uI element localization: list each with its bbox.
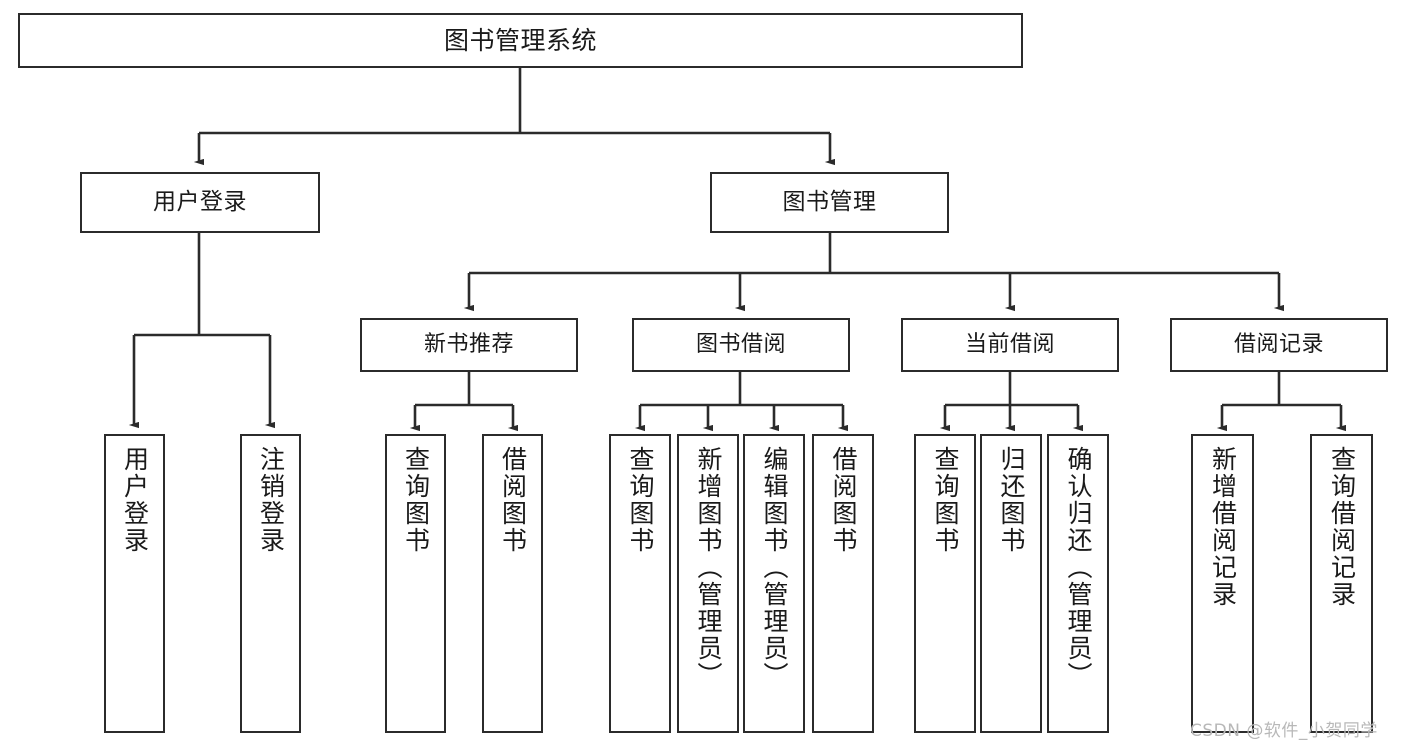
leaf-record-add-borrow-record[interactable]: 新增借阅记录 bbox=[1191, 434, 1254, 733]
node-label: 借阅图书 bbox=[498, 446, 528, 554]
node-label: 用户登录 bbox=[153, 188, 247, 215]
node-label: 归还图书 bbox=[997, 446, 1026, 554]
leaf-recommend-borrow-book[interactable]: 借阅图书 bbox=[482, 434, 543, 733]
edge-borrow-to-leaves bbox=[634, 372, 849, 432]
node-label: 新增图书（管理员） bbox=[694, 446, 723, 689]
leaf-record-query-borrow-record[interactable]: 查询借阅记录 bbox=[1310, 434, 1373, 733]
node-label: 注销登录 bbox=[256, 446, 286, 554]
leaf-user-login[interactable]: 用户登录 bbox=[104, 434, 165, 733]
edge-root-to-level1 bbox=[193, 68, 836, 166]
node-root-system[interactable]: 图书管理系统 bbox=[18, 13, 1023, 68]
node-label: 借阅记录 bbox=[1233, 332, 1324, 358]
node-user-login[interactable]: 用户登录 bbox=[80, 172, 320, 233]
leaf-current-confirm-return-admin[interactable]: 确认归还（管理员） bbox=[1047, 434, 1109, 733]
node-label: 查询图书 bbox=[401, 446, 431, 554]
node-label: 查询图书 bbox=[626, 446, 655, 554]
node-borrow-record[interactable]: 借阅记录 bbox=[1170, 318, 1388, 372]
node-label: 图书管理 bbox=[782, 188, 877, 215]
edge-bookmgmt-to-level2 bbox=[463, 233, 1285, 312]
node-label: 新书推荐 bbox=[423, 332, 514, 358]
node-label: 用户登录 bbox=[120, 446, 150, 554]
leaf-current-query-book[interactable]: 查询图书 bbox=[914, 434, 976, 733]
leaf-current-return-book[interactable]: 归还图书 bbox=[980, 434, 1042, 733]
edge-current-to-leaves bbox=[939, 372, 1084, 432]
leaf-borrow-add-book-admin[interactable]: 新增图书（管理员） bbox=[677, 434, 739, 733]
node-label: 查询借阅记录 bbox=[1327, 446, 1357, 608]
edge-userlogin-to-leaves bbox=[128, 233, 276, 429]
leaf-logout[interactable]: 注销登录 bbox=[240, 434, 301, 733]
node-label: 借阅图书 bbox=[829, 446, 858, 554]
edge-record-to-leaves bbox=[1216, 372, 1347, 432]
node-label: 查询图书 bbox=[931, 446, 960, 554]
node-label: 确认归还（管理员） bbox=[1064, 446, 1093, 689]
node-book-borrow[interactable]: 图书借阅 bbox=[632, 318, 850, 372]
node-label: 编辑图书（管理员） bbox=[760, 446, 789, 689]
leaf-borrow-query-book[interactable]: 查询图书 bbox=[609, 434, 671, 733]
node-current-borrow[interactable]: 当前借阅 bbox=[901, 318, 1119, 372]
node-label: 新增借阅记录 bbox=[1208, 446, 1238, 608]
node-label: 图书借阅 bbox=[695, 332, 786, 358]
leaf-borrow-edit-book-admin[interactable]: 编辑图书（管理员） bbox=[743, 434, 805, 733]
node-label: 图书管理系统 bbox=[443, 25, 597, 55]
node-new-book-recommend[interactable]: 新书推荐 bbox=[360, 318, 578, 372]
node-label: 当前借阅 bbox=[964, 332, 1055, 358]
leaf-recommend-query-book[interactable]: 查询图书 bbox=[385, 434, 446, 733]
leaf-borrow-borrow-book[interactable]: 借阅图书 bbox=[812, 434, 874, 733]
node-book-management[interactable]: 图书管理 bbox=[710, 172, 949, 233]
edge-newbook-to-leaves bbox=[409, 372, 519, 432]
